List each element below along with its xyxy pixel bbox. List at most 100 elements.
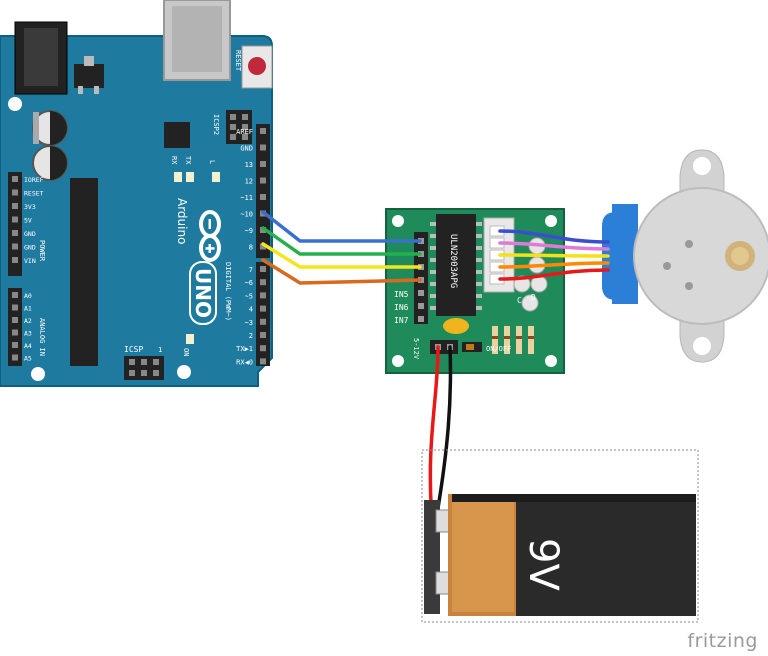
- analog-pin-label: A1: [24, 305, 32, 313]
- uno-badge: UNO: [189, 261, 217, 325]
- l-led: [212, 172, 220, 182]
- analog-pin-socket: [12, 292, 18, 298]
- power-pin-label: IOREF: [24, 176, 44, 184]
- switch-label: ON/OFF: [486, 345, 511, 353]
- reset-label: RESET: [234, 50, 242, 72]
- digital-pin-label: ~6: [245, 279, 253, 287]
- digital-pin-label: AREF: [236, 128, 253, 136]
- analog-pin-socket: [12, 354, 18, 361]
- power-pin-socket: [12, 257, 18, 263]
- led-label-d: D: [531, 293, 536, 302]
- signal-wire: [261, 226, 422, 256]
- battery-9v: 9V: [421, 449, 699, 623]
- power-pin-label: 3V3: [24, 203, 36, 211]
- digital-pin-label: 8: [249, 244, 253, 252]
- battery-outline: [421, 449, 699, 623]
- digital-label: DIGITAL (PWM~): [224, 262, 232, 321]
- digital-pin-label: GND: [240, 145, 253, 153]
- digital-pin-socket: [260, 345, 266, 352]
- signal-wire: [261, 258, 422, 285]
- motor-wire: [498, 268, 610, 281]
- power-pin-socket: [12, 243, 18, 250]
- digital-pin-label: 2: [249, 332, 253, 340]
- analog-pin-label: A5: [24, 355, 32, 363]
- driver-power-header: [430, 340, 458, 354]
- analog-header: [8, 288, 22, 366]
- on-led: [186, 334, 194, 344]
- analog-pin-socket: [12, 317, 18, 323]
- digital-pin-socket: [260, 358, 266, 365]
- driver-input-in6: IN6: [394, 303, 409, 312]
- stepper-motor: [602, 149, 768, 363]
- power-pin-label: GND: [24, 244, 36, 252]
- power-pin-label: GND: [24, 230, 36, 238]
- digital-pin-socket: [260, 144, 266, 151]
- tx-led: [174, 172, 182, 182]
- digital-pin-socket: [260, 194, 266, 200]
- icsp-pin1-label: 1: [158, 346, 162, 354]
- power-label: POWER: [38, 240, 46, 262]
- analog-pin-socket: [12, 342, 18, 348]
- chip-label: ULN2003APG: [448, 234, 458, 288]
- power-pin-label: VIN: [24, 257, 36, 265]
- digital-pin-socket: [260, 318, 266, 325]
- icsp2-header: [226, 110, 252, 144]
- uln2003-chip: ULN2003APG: [430, 214, 482, 316]
- reset-button[interactable]: [241, 45, 273, 89]
- digital-pin-socket: [260, 332, 266, 338]
- resistors: [492, 326, 534, 354]
- power-pin-socket: [12, 203, 18, 209]
- digital-pin-socket: [260, 305, 266, 312]
- motor-wire: [498, 229, 610, 244]
- icsp2-label: ICSP2: [212, 114, 220, 135]
- digital-pin-label: ~9: [245, 227, 253, 235]
- brand-label: Arduino: [175, 198, 189, 244]
- motor-wire: [498, 261, 610, 269]
- analog-pin-socket: [12, 329, 18, 336]
- digital-pin-socket: [260, 243, 266, 250]
- on-label: ON: [182, 348, 190, 356]
- capacitors: [32, 110, 68, 181]
- power-pin-socket: [12, 189, 18, 196]
- digital-pin-label: ~5: [245, 292, 253, 300]
- digital-pin-socket: [260, 177, 266, 184]
- power-header: [8, 172, 22, 276]
- analog-label: ANALOG IN: [38, 318, 46, 356]
- rx-led: [186, 172, 194, 182]
- digital-header-bottom: [256, 262, 270, 366]
- digital-pin-label: ~11: [240, 194, 253, 202]
- digital-pin-label: 12: [245, 178, 253, 186]
- digital-header-top: [256, 124, 270, 258]
- digital-pin-label: RX◀0: [236, 358, 253, 366]
- digital-pin-label: 4: [249, 306, 253, 314]
- motor-wire: [498, 241, 610, 251]
- digital-pin-label: TX▶1: [236, 345, 253, 353]
- analog-pin-label: A0: [24, 292, 32, 300]
- analog-pin-socket: [12, 304, 18, 311]
- power-pin-socket: [12, 230, 18, 236]
- driver-input-in7: IN7: [394, 316, 409, 325]
- driver-input-in5: IN5: [394, 290, 409, 299]
- power-pin-socket: [12, 176, 18, 182]
- power-pin-label: 5V: [24, 217, 32, 225]
- signal-wires: [261, 210, 422, 285]
- led-label-c: C: [517, 296, 522, 305]
- digital-pin-socket: [260, 161, 266, 167]
- digital-pin-label: 13: [245, 161, 253, 169]
- signal-wire: [261, 210, 422, 243]
- digital-pin-label: 7: [249, 266, 253, 274]
- uln2003-driver-board: IN5 IN6 IN7 ULN2003APG C D: [385, 208, 565, 374]
- power-wire: [434, 345, 453, 522]
- power-wires: [428, 345, 453, 522]
- ceramic-capacitor: [443, 318, 469, 334]
- digital-pin-socket: [260, 128, 266, 134]
- motor-wire: [498, 253, 610, 258]
- digital-pin-socket: [260, 292, 266, 299]
- digital-pin-socket: [260, 279, 266, 286]
- analog-pin-label: A3: [24, 330, 32, 338]
- analog-pin-label: A2: [24, 317, 32, 325]
- battery-label: 9V: [520, 538, 566, 591]
